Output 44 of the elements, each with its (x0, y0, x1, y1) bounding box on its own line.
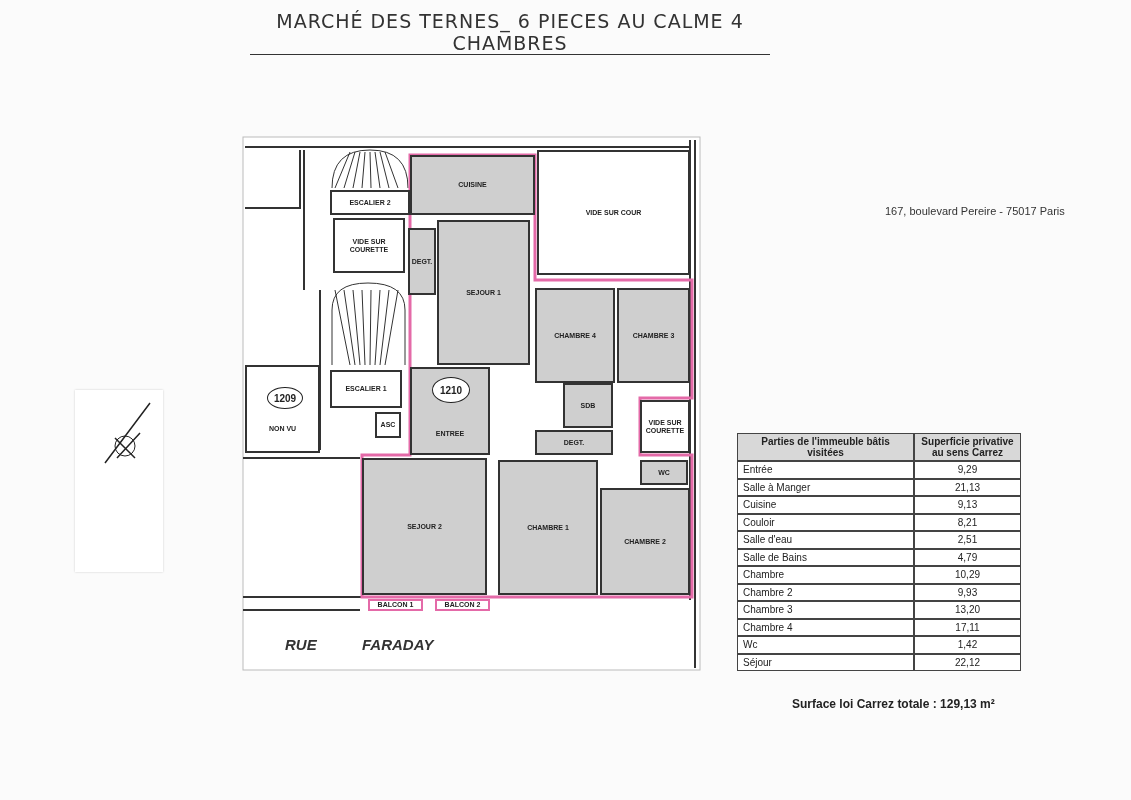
lot-number: 1210 (439, 384, 463, 396)
room-outline (368, 599, 423, 611)
stairwell-outline (330, 370, 402, 408)
room-outline (362, 458, 487, 595)
room-outline (437, 220, 530, 365)
light-well-outline (333, 218, 405, 273)
address-text: 167, boulevard Pereire - 75017 Paris (885, 205, 1065, 217)
lot-number-circle (267, 387, 303, 409)
lot-number: 1209 (273, 392, 297, 404)
table-cell: Cuisine (737, 496, 914, 514)
room-outline (410, 155, 535, 215)
light-well-outline (375, 412, 401, 438)
table-cell: 1,42 (914, 636, 1021, 654)
room-outline (640, 460, 688, 485)
light-well-outline (245, 365, 320, 453)
table-cell: 9,29 (914, 461, 1021, 479)
street-name: RUE (285, 636, 317, 653)
table-cell: Wc (737, 636, 914, 654)
room-outline (498, 460, 598, 595)
stairwell-outline (330, 190, 410, 215)
table-cell: Salle d'eau (737, 531, 914, 549)
room-outline (600, 488, 690, 595)
handwritten-title: MARCHÉ DES TERNES_ 6 PIECES AU CALME 4 CHAMBRES (250, 10, 770, 55)
table-cell: 9,13 (914, 496, 1021, 514)
table-cell: 13,20 (914, 601, 1021, 619)
table-cell: 2,51 (914, 531, 1021, 549)
table-cell: Chambre 3 (737, 601, 914, 619)
room-outline (535, 288, 615, 383)
light-well-outline (537, 150, 690, 275)
table-cell: 10,29 (914, 566, 1021, 584)
room-outline (408, 228, 436, 295)
street-name: FARADAY (362, 636, 434, 653)
room-outline (617, 288, 690, 383)
table-header: Superficie privative au sens Carrez (914, 433, 1021, 461)
lot-number-circle (432, 377, 470, 403)
total-area-text: Surface loi Carrez totale : 129,13 m² (792, 697, 995, 711)
table-cell: Chambre (737, 566, 914, 584)
table-cell: Entrée (737, 461, 914, 479)
light-well-outline (640, 400, 690, 453)
room-outline (563, 383, 613, 428)
table-header: Parties de l'immeuble bâtis visitées (737, 433, 914, 461)
room-outline (535, 430, 613, 455)
room-outline (435, 599, 490, 611)
room-outline (410, 367, 490, 455)
